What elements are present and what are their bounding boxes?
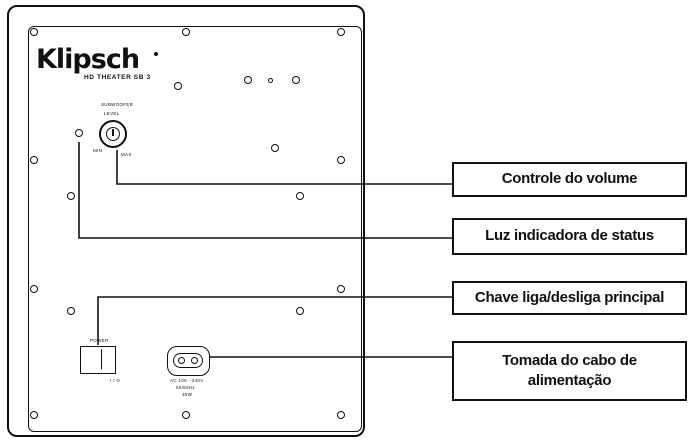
callout-volume-control: Controle do volume xyxy=(452,162,687,197)
screw-hole xyxy=(337,411,345,419)
screw-hole xyxy=(30,28,38,36)
screw-hole xyxy=(296,192,304,200)
knob-min-label: MIN xyxy=(93,148,103,153)
screw-hole xyxy=(244,76,252,84)
knob-sub-label: LEVEL xyxy=(104,111,120,116)
screw-hole xyxy=(268,78,273,83)
knob-top-label: SUBWOOFER xyxy=(101,102,134,107)
socket-label-power: 30W xyxy=(182,392,193,397)
subwoofer-rear-panel xyxy=(7,5,365,437)
power-state-label: I / O xyxy=(110,378,121,383)
knob-max-label: MAX xyxy=(121,152,132,157)
knob-cap xyxy=(106,127,120,141)
leader-volume xyxy=(116,150,452,185)
volume-knob[interactable] xyxy=(99,120,127,148)
screw-hole xyxy=(182,411,190,419)
socket-pin xyxy=(191,357,198,364)
knob-pointer xyxy=(112,129,114,136)
panel-inner-border xyxy=(28,26,362,432)
brand-logo: Klipsch xyxy=(36,44,140,75)
model-label: HD THEATER SB 3 xyxy=(84,74,151,81)
power-switch[interactable] xyxy=(80,346,116,374)
socket-pin xyxy=(178,357,185,364)
socket-inner xyxy=(173,353,203,368)
socket-label-frequency: 50/60Hz xyxy=(176,385,195,390)
screw-hole xyxy=(67,192,75,200)
callout-power-switch: Chave liga/desliga principal xyxy=(452,281,687,315)
screw-hole xyxy=(30,156,38,164)
screw-hole xyxy=(337,156,345,164)
screw-hole xyxy=(337,285,345,293)
callout-power-socket: Tomada do cabo de alimentação xyxy=(452,341,687,401)
leader-status xyxy=(78,142,452,239)
screw-hole xyxy=(182,28,190,36)
socket-label-voltage: AC 100 - 240V xyxy=(170,378,204,383)
screw-hole xyxy=(67,307,75,315)
screw-hole xyxy=(271,144,279,152)
screw-hole xyxy=(30,411,38,419)
screw-hole xyxy=(292,76,300,84)
screw-hole xyxy=(337,28,345,36)
power-label: POWER xyxy=(90,338,109,343)
screw-hole xyxy=(174,82,182,90)
leader-power xyxy=(97,296,452,345)
screw-hole xyxy=(30,285,38,293)
brand-registered-dot xyxy=(154,52,158,56)
power-rocker xyxy=(101,349,112,369)
callout-status-light: Luz indicadora de status xyxy=(452,218,687,255)
power-socket[interactable] xyxy=(167,346,210,376)
status-indicator-light xyxy=(75,129,83,137)
screw-hole xyxy=(296,307,304,315)
